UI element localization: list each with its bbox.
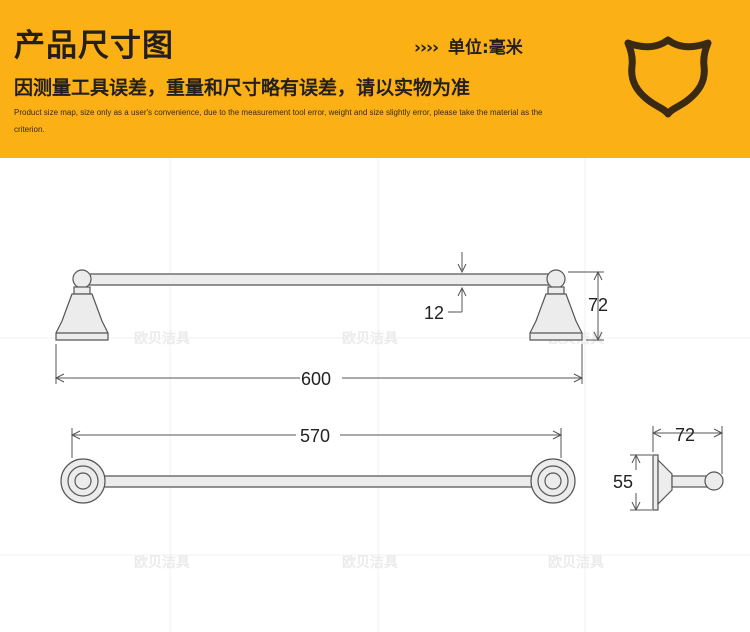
watermark: 欧贝洁具 [342,330,398,347]
base-height-label: 55 [613,472,633,492]
bar-length-label: 570 [300,426,330,446]
depth-dimension [651,426,724,474]
towel-bar [87,273,555,286]
base-height-dimension [630,453,652,512]
height-dimension [568,270,604,342]
watermark: 欧贝洁具 [134,330,190,347]
towel-bar-top [94,475,542,488]
watermark: 欧贝洁具 [134,554,190,571]
unit-text: 单位:毫米 [447,38,523,58]
arrows-icon: ›››› [414,38,439,58]
overall-length-label: 600 [301,369,331,389]
watermark: 欧贝洁具 [342,554,398,571]
front-view [55,269,583,341]
depth-label: 72 [675,425,695,445]
bar-length-dimension [70,428,563,458]
english-disclaimer: Product size map, size only as a user's … [14,108,543,134]
left-bracket [55,269,109,341]
left-base-plate [60,458,106,504]
dimension-drawing: 欧贝洁具 欧贝洁具 欧贝洁具 欧贝洁具 欧贝洁具 欧贝洁具 12 [0,158,750,632]
right-base-plate [530,458,576,504]
page-title: 产品尺寸图 [14,28,174,64]
shield-icon [624,36,712,118]
unit-label: ›››› 单位:毫米 [414,33,523,58]
side-view [652,454,724,511]
watermark: 欧贝洁具 [548,554,604,571]
background-grid [0,158,750,632]
height-label: 72 [588,295,608,315]
tube-diameter-label: 12 [424,303,444,323]
header-banner: 产品尺寸图 ›››› 单位:毫米 因测量工具误差，重量和尺寸略有误差，请以实物为… [0,0,750,158]
disclaimer-text: 因测量工具误差，重量和尺寸略有误差，请以实物为准 [14,77,471,99]
length-dimension [54,344,584,384]
top-view [60,458,576,504]
tube-dimension [448,252,467,313]
right-bracket [529,269,583,341]
